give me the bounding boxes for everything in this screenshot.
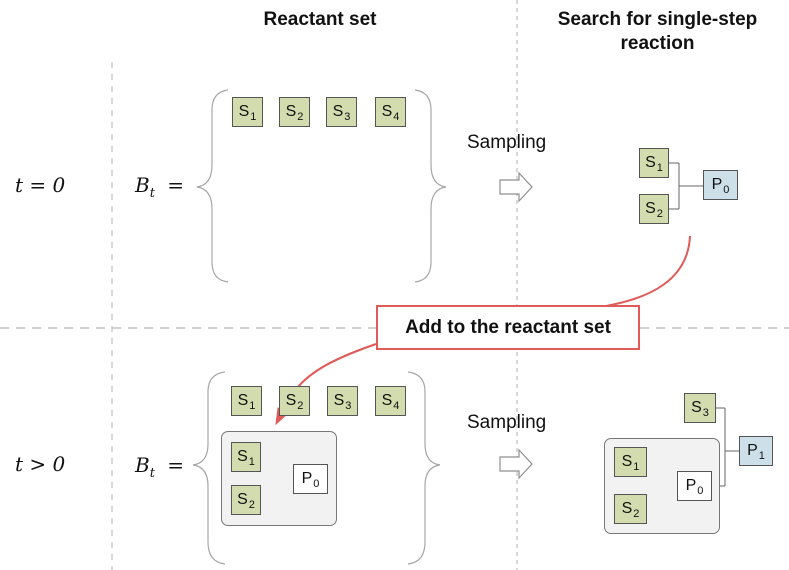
time-label-zero: t = 0 (15, 173, 66, 197)
left-brace-top (196, 89, 229, 283)
add-to-set-arrow (605, 235, 691, 307)
search-header: Search for single-step reaction (557, 9, 758, 54)
time-label-positive: t > 0 (15, 452, 66, 476)
add-to-reactant-set-callout: Add to the reactant set (376, 305, 640, 350)
right-brace-bottom (407, 371, 441, 565)
reactant-set-header: Reactant set (263, 9, 377, 30)
sampling-arrow-top (499, 171, 533, 203)
set-symbol-top: Bt = (135, 173, 185, 201)
right-brace-top (414, 89, 447, 283)
sampling-label-bottom: Sampling (467, 412, 547, 433)
sampling-arrow-bottom (499, 448, 533, 480)
left-brace-bottom (192, 371, 226, 565)
set-symbol-bottom: Bt = (135, 453, 185, 481)
sampling-label-top: Sampling (467, 132, 547, 153)
